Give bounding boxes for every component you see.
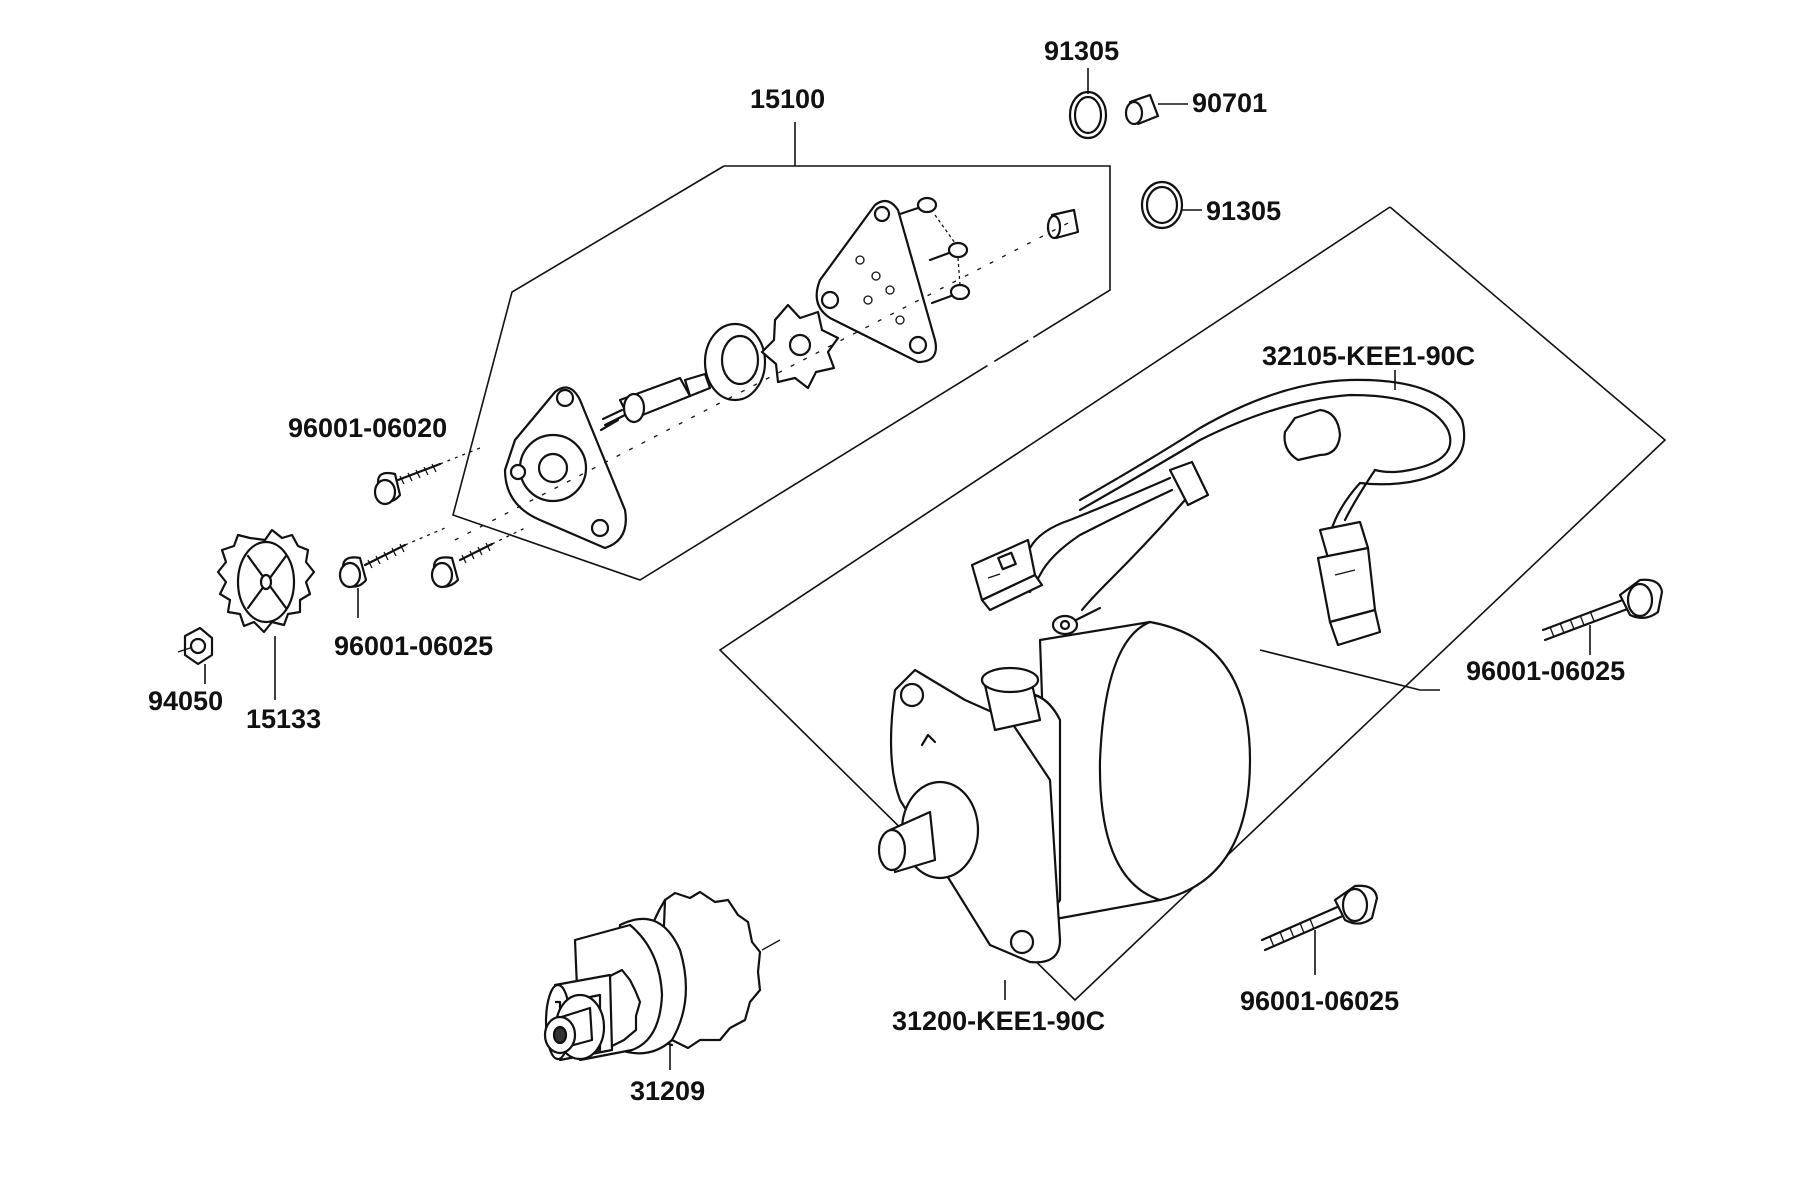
- label-15100: 15100: [750, 84, 825, 114]
- bolt-icon: [373, 447, 481, 506]
- label-96001-06025-bottom: 96001-06025: [1240, 986, 1399, 1016]
- label-15133: 15133: [246, 704, 321, 734]
- label-32105-kee1-90c: 32105-KEE1-90C: [1262, 341, 1475, 371]
- o-ring-icon: [1068, 68, 1108, 140]
- label-31209: 31209: [630, 1076, 705, 1106]
- cap-icon: [1124, 93, 1188, 126]
- label-31200-kee1-90c: 31200-KEE1-90C: [892, 1006, 1105, 1036]
- label-96001-06020: 96001-06020: [288, 413, 447, 443]
- bolt-icon: [1260, 884, 1379, 975]
- starter-motor-group: [718, 206, 1667, 1002]
- label-96001-06025-right: 96001-06025: [1466, 656, 1625, 686]
- label-94050: 94050: [148, 686, 223, 716]
- label-91305-mid: 91305: [1206, 196, 1281, 226]
- starter-clutch-gear-icon: [543, 890, 781, 1070]
- nut-icon: [177, 626, 214, 684]
- label-96001-06025-left: 96001-06025: [334, 631, 493, 661]
- wire-harness-icon: [970, 370, 1466, 647]
- sprocket-icon: [216, 528, 316, 700]
- bolt-icon: [1541, 578, 1664, 655]
- bolt-icon: [338, 527, 446, 618]
- oil-pump-assembly-icon: [452, 122, 1111, 581]
- label-91305-top: 91305: [1044, 36, 1119, 66]
- starter-motor-icon: [877, 620, 1440, 964]
- o-ring-icon: [1140, 180, 1202, 230]
- label-90701: 90701: [1192, 88, 1267, 118]
- bolt-icon: [430, 527, 526, 589]
